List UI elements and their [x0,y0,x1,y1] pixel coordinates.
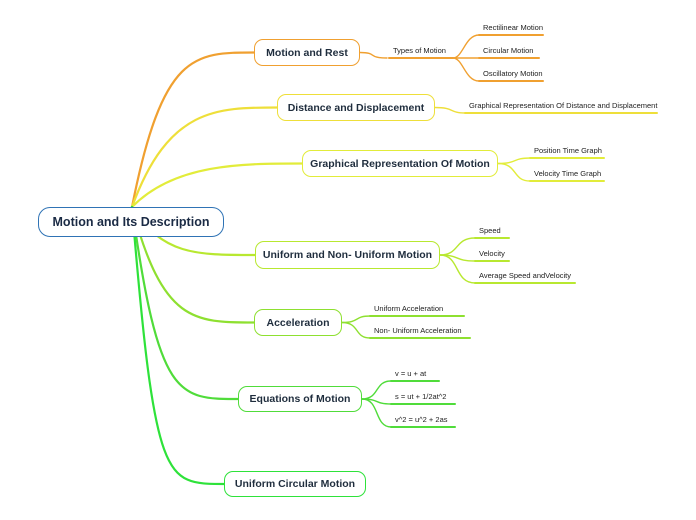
leaf-connector [439,254,476,284]
branch-node-3[interactable]: Graphical Representation Of Motion [302,150,498,177]
leaf-connector [361,380,392,400]
leaf-1-1[interactable]: Rectilinear Motion [483,23,544,32]
leaf-1-3[interactable]: Oscillatory Motion [483,69,543,78]
leaf-connector [341,321,371,339]
leaf-6-1[interactable]: v = u + at [395,369,427,378]
root-topic-label: Motion and Its Description [52,215,210,229]
leaf-1-2[interactable]: Circular Motion [483,46,534,55]
leaf-3-1[interactable]: Position Time Graph [534,146,602,155]
sub-connector [359,51,388,59]
leaf-connector [497,157,531,165]
branch-label: Uniform Circular Motion [234,478,356,490]
leaf-6-2[interactable]: s = ut + 1/2at^2 [395,392,447,401]
leaf-connector [434,106,466,114]
root-connector-5 [130,205,256,324]
leaf-4-1[interactable]: Speed [479,226,501,235]
branch-label: Motion and Rest [266,46,348,59]
branch-node-1[interactable]: Motion and Rest [254,39,360,66]
leaf-3-2[interactable]: Velocity Time Graph [534,169,602,178]
branch-label: Uniform and Non- Uniform Motion [262,249,433,261]
root-connector-3 [130,162,304,209]
root-connector-6 [130,205,240,401]
leaf-connector [439,237,476,256]
leaf-connector [452,34,480,59]
leaf-5-2[interactable]: Non- Uniform Acceleration [374,326,462,335]
branch-label: Equations of Motion [249,393,351,405]
root-topic[interactable]: Motion and Its Description [38,207,224,237]
leaf-connector [341,315,371,324]
leaf-connector [361,398,392,428]
leaf-connector [497,162,531,182]
branch-label: Distance and Displacement [287,101,425,114]
leaf-4-2[interactable]: Velocity [479,249,505,258]
root-connector-2 [130,106,279,209]
branch-label: Acceleration [266,316,330,329]
root-connector-7 [130,205,226,486]
leaf-4-3[interactable]: Average Speed andVelocity [479,271,572,280]
branch-node-6[interactable]: Equations of Motion [238,386,362,412]
branch-node-7[interactable]: Uniform Circular Motion [224,471,366,497]
leaf-connector [452,57,480,82]
branch-node-4[interactable]: Uniform and Non- Uniform Motion [255,241,440,269]
branch-node-2[interactable]: Distance and Displacement [277,94,435,121]
sub-topic-types-of-motion[interactable]: Types of Motion [393,46,446,55]
leaf-5-1[interactable]: Uniform Acceleration [374,304,444,313]
root-connector-1 [130,51,256,209]
branch-node-5[interactable]: Acceleration [254,309,342,336]
leaf-6-3[interactable]: v^2 = u^2 + 2as [395,415,448,424]
leaf-2-1[interactable]: Graphical Representation Of Distance and… [469,101,658,110]
branch-label: Graphical Representation Of Motion [310,157,490,170]
